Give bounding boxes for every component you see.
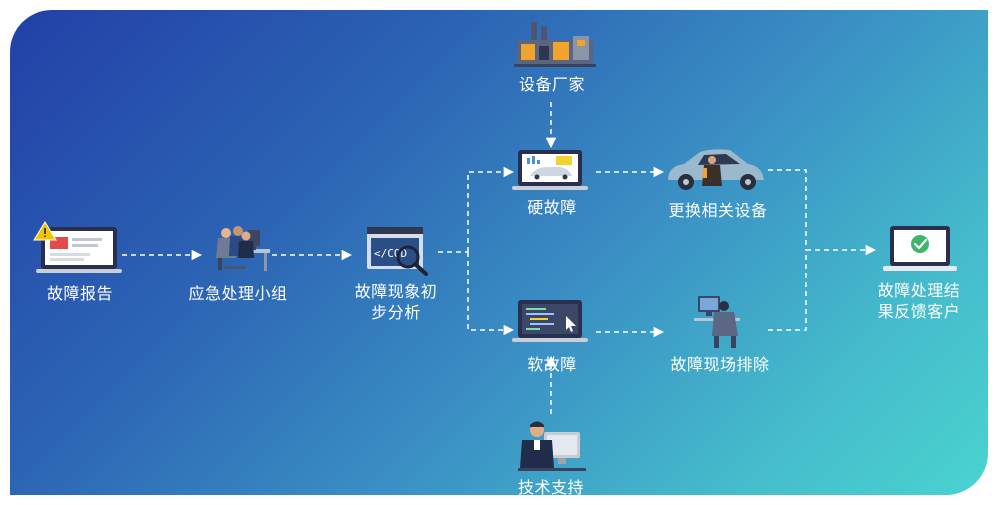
node-tech-support: 技术支持 — [517, 478, 585, 497]
node-fault-report: 故障报告 — [46, 284, 114, 303]
node-initial-analysis: 故障现象初 步分析 — [355, 281, 438, 323]
laptop-car-icon — [512, 150, 588, 190]
node-software-fault: 软故障 — [527, 355, 577, 374]
car-repair-icon — [668, 149, 764, 190]
laptop-check-icon — [883, 226, 957, 271]
node-initial-analysis-line2: 步分析 — [371, 303, 421, 322]
node-vendor: 设备厂家 — [518, 75, 586, 94]
node-feedback: 故障处理结 果反馈客户 — [878, 280, 961, 322]
laptop-warning-icon — [33, 221, 122, 273]
node-initial-analysis-line1: 故障现象初 — [354, 282, 438, 301]
technician-icon — [694, 296, 740, 348]
support-agent-icon — [518, 421, 586, 471]
node-feedback-line2: 果反馈客户 — [877, 302, 961, 321]
connector-onsite-right — [768, 250, 807, 331]
arrow-branch-to-software — [467, 252, 515, 336]
laptop-code-icon — [512, 300, 588, 342]
node-onsite-fix: 故障现场排除 — [670, 355, 770, 374]
team-meeting-icon — [216, 226, 270, 271]
node-hardware-fault: 硬故障 — [527, 198, 577, 217]
node-emergency-team: 应急处理小组 — [188, 284, 288, 303]
code-magnifier-icon: </COD — [367, 227, 428, 276]
connector-replace-right — [768, 169, 807, 250]
node-replace-device: 更换相关设备 — [668, 201, 768, 220]
factory-icon — [514, 22, 596, 67]
arrow-branch-to-hardware — [467, 166, 515, 252]
diagram-background — [10, 10, 988, 495]
node-feedback-line1: 故障处理结 — [877, 281, 961, 300]
